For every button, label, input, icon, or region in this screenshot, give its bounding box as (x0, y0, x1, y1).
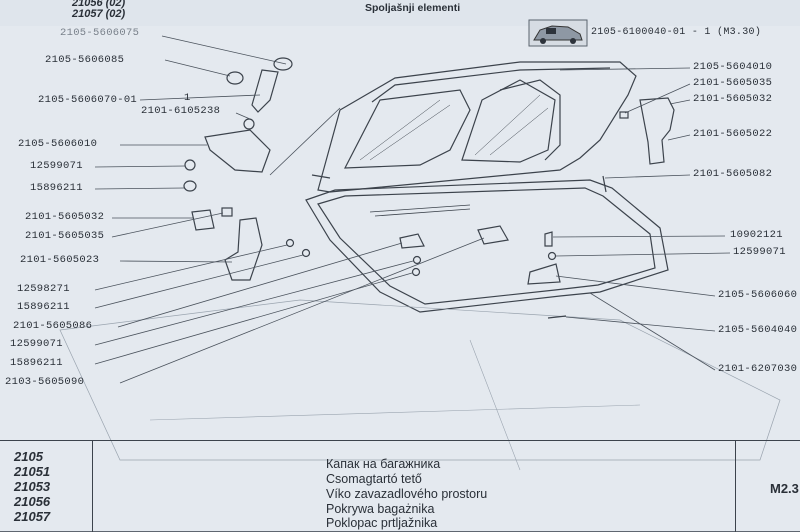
callout-left-10: 2101-5605023 (20, 254, 100, 266)
callout-left-5: 2105-5606010 (18, 138, 98, 150)
footer-title-3: Víko zavazadlového prostoru (326, 487, 488, 501)
callout-left-8: 2101-5605032 (25, 211, 105, 223)
callout-right-7: 12599071 (733, 246, 786, 258)
callout-left-12: 15896211 (17, 301, 70, 313)
lid-panel-lower (305, 179, 669, 313)
callout-left-9: 2101-5605035 (25, 230, 105, 242)
callout-right-8: 2105-5606060 (718, 289, 798, 301)
callout-right-1: 2105-5604010 (693, 61, 773, 73)
footer-model-3: 21053 (14, 479, 51, 494)
footer-model-1: 2105 (14, 449, 43, 464)
main-paper (0, 26, 800, 531)
callout-left-14: 12599071 (10, 338, 63, 350)
callout-right-4: 2101-5605022 (693, 128, 773, 140)
lid-frame-upper (317, 61, 637, 193)
footer-divider-left (92, 441, 93, 532)
footer-title-4: Pokrywa bagażnika (326, 502, 435, 516)
callout-right-10: 2101-6207030 (718, 363, 798, 375)
callout-left-6: 12599071 (30, 160, 83, 172)
assembly-code: 2105-6100040-01 - 1 (M3.30) (591, 27, 762, 38)
callout-right-5: 2101-5605082 (693, 168, 773, 180)
callout-left-13: 2101-5605086 (13, 320, 93, 332)
footer-model-4: 21056 (14, 494, 51, 509)
callout-right-2: 2101-5605035 (693, 77, 773, 89)
callout-left-4: 2101-6105238 (141, 105, 221, 117)
callout-left-11: 12598271 (17, 283, 70, 295)
callout-left-2: 2105-5606085 (45, 54, 125, 66)
callout-right-9: 2105-5604040 (718, 324, 798, 336)
vehicle-thumbnail-icon (528, 19, 588, 47)
top-strip-paper (0, 0, 800, 27)
footer-title-1: Капак на багажника (326, 457, 441, 471)
callout-left-7: 15896211 (30, 182, 83, 194)
footer-title-2: Csomagtartó tető (326, 472, 422, 486)
footer-divider-right (735, 441, 736, 532)
callout-left-1: 2105-5606075 (60, 27, 140, 39)
callout-left-16: 2103-5605090 (5, 376, 85, 388)
footer-page-code: M2.3 (770, 481, 799, 496)
footer-model-5: 21057 (14, 509, 51, 524)
footer-title-5: Poklopac prtljažnika (326, 516, 438, 530)
footer-table (0, 440, 800, 532)
callout-left-15: 15896211 (10, 357, 63, 369)
header-model-1: 21056 (02) (72, 0, 126, 9)
header-model-2: 21057 (02) (72, 8, 126, 20)
callout-right-6: 10902121 (730, 229, 783, 241)
bracket-qty: 1 (184, 92, 191, 104)
header-section: Spoljašnji elementi (365, 2, 461, 14)
callout-left-3: 2105-5606070-01 (38, 94, 138, 106)
footer-model-2: 21051 (14, 464, 51, 479)
callout-right-3: 2101-5605032 (693, 93, 773, 105)
